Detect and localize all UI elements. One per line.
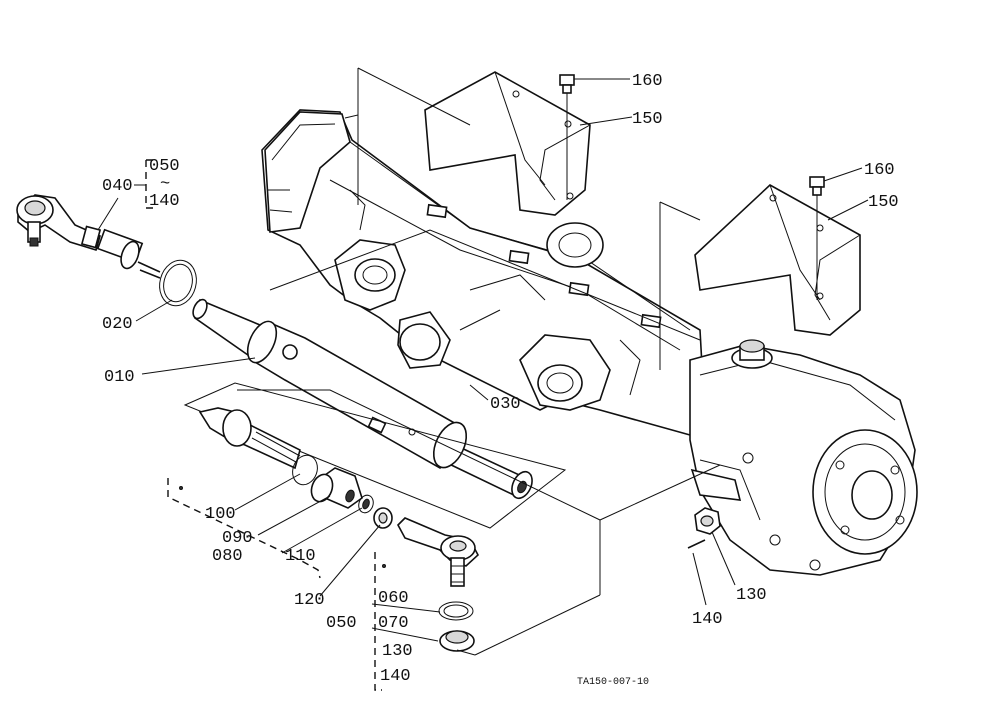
label-030: 030 bbox=[490, 395, 521, 414]
nut-070 bbox=[439, 630, 475, 652]
steering-cylinder-010 bbox=[192, 298, 533, 500]
reference-plate-outline bbox=[269, 229, 701, 341]
ring-110 bbox=[358, 494, 374, 514]
label-150-left: 150 bbox=[632, 110, 663, 129]
bracket-080 bbox=[167, 478, 321, 579]
boot-090 bbox=[310, 467, 363, 509]
nut-120 bbox=[373, 507, 393, 529]
label-150-right: 150 bbox=[868, 193, 899, 212]
snap-ring-020 bbox=[159, 259, 197, 307]
label-130-right: 130 bbox=[736, 586, 767, 605]
tie-rod-end-050 bbox=[397, 517, 479, 587]
label-050-top: 050 bbox=[149, 157, 180, 176]
inner-joint-100 bbox=[198, 407, 301, 470]
label-060: 060 bbox=[378, 589, 409, 608]
tie-rod-end-040 bbox=[16, 194, 161, 279]
cover-150-left bbox=[424, 71, 591, 216]
label-140-top: 140 bbox=[149, 192, 180, 211]
label-130-bottom: 130 bbox=[382, 642, 413, 661]
nut-130 bbox=[694, 507, 721, 535]
label-140-bottom: 140 bbox=[380, 667, 411, 686]
label-120: 120 bbox=[294, 591, 325, 610]
o-ring-100 bbox=[292, 454, 318, 486]
label-100: 100 bbox=[205, 505, 236, 524]
label-080: 080 bbox=[212, 547, 243, 566]
bolt-160-left bbox=[559, 74, 575, 94]
label-140-right: 140 bbox=[692, 610, 723, 629]
label-110: 110 bbox=[285, 547, 316, 566]
cover-150-right bbox=[694, 184, 861, 336]
bracket-050-140-top bbox=[145, 159, 154, 209]
label-020: 020 bbox=[102, 315, 133, 334]
label-010: 010 bbox=[104, 368, 135, 387]
label-tilde: ~ bbox=[160, 175, 170, 194]
washer-060 bbox=[438, 601, 474, 621]
label-090: 090 bbox=[222, 529, 253, 548]
label-050-bottom: 050 bbox=[326, 614, 357, 633]
axle-housing bbox=[261, 109, 706, 436]
label-160-right: 160 bbox=[864, 161, 895, 180]
label-070: 070 bbox=[378, 614, 409, 633]
bolt-160-right bbox=[809, 176, 825, 196]
figure-code: TA150-007-10 bbox=[577, 677, 649, 688]
label-040: 040 bbox=[102, 177, 133, 196]
bracket-050-group bbox=[374, 552, 382, 691]
cotter-pin-140 bbox=[687, 539, 706, 549]
wheel-hub-assembly bbox=[689, 339, 918, 576]
label-160-left: 160 bbox=[632, 72, 663, 91]
